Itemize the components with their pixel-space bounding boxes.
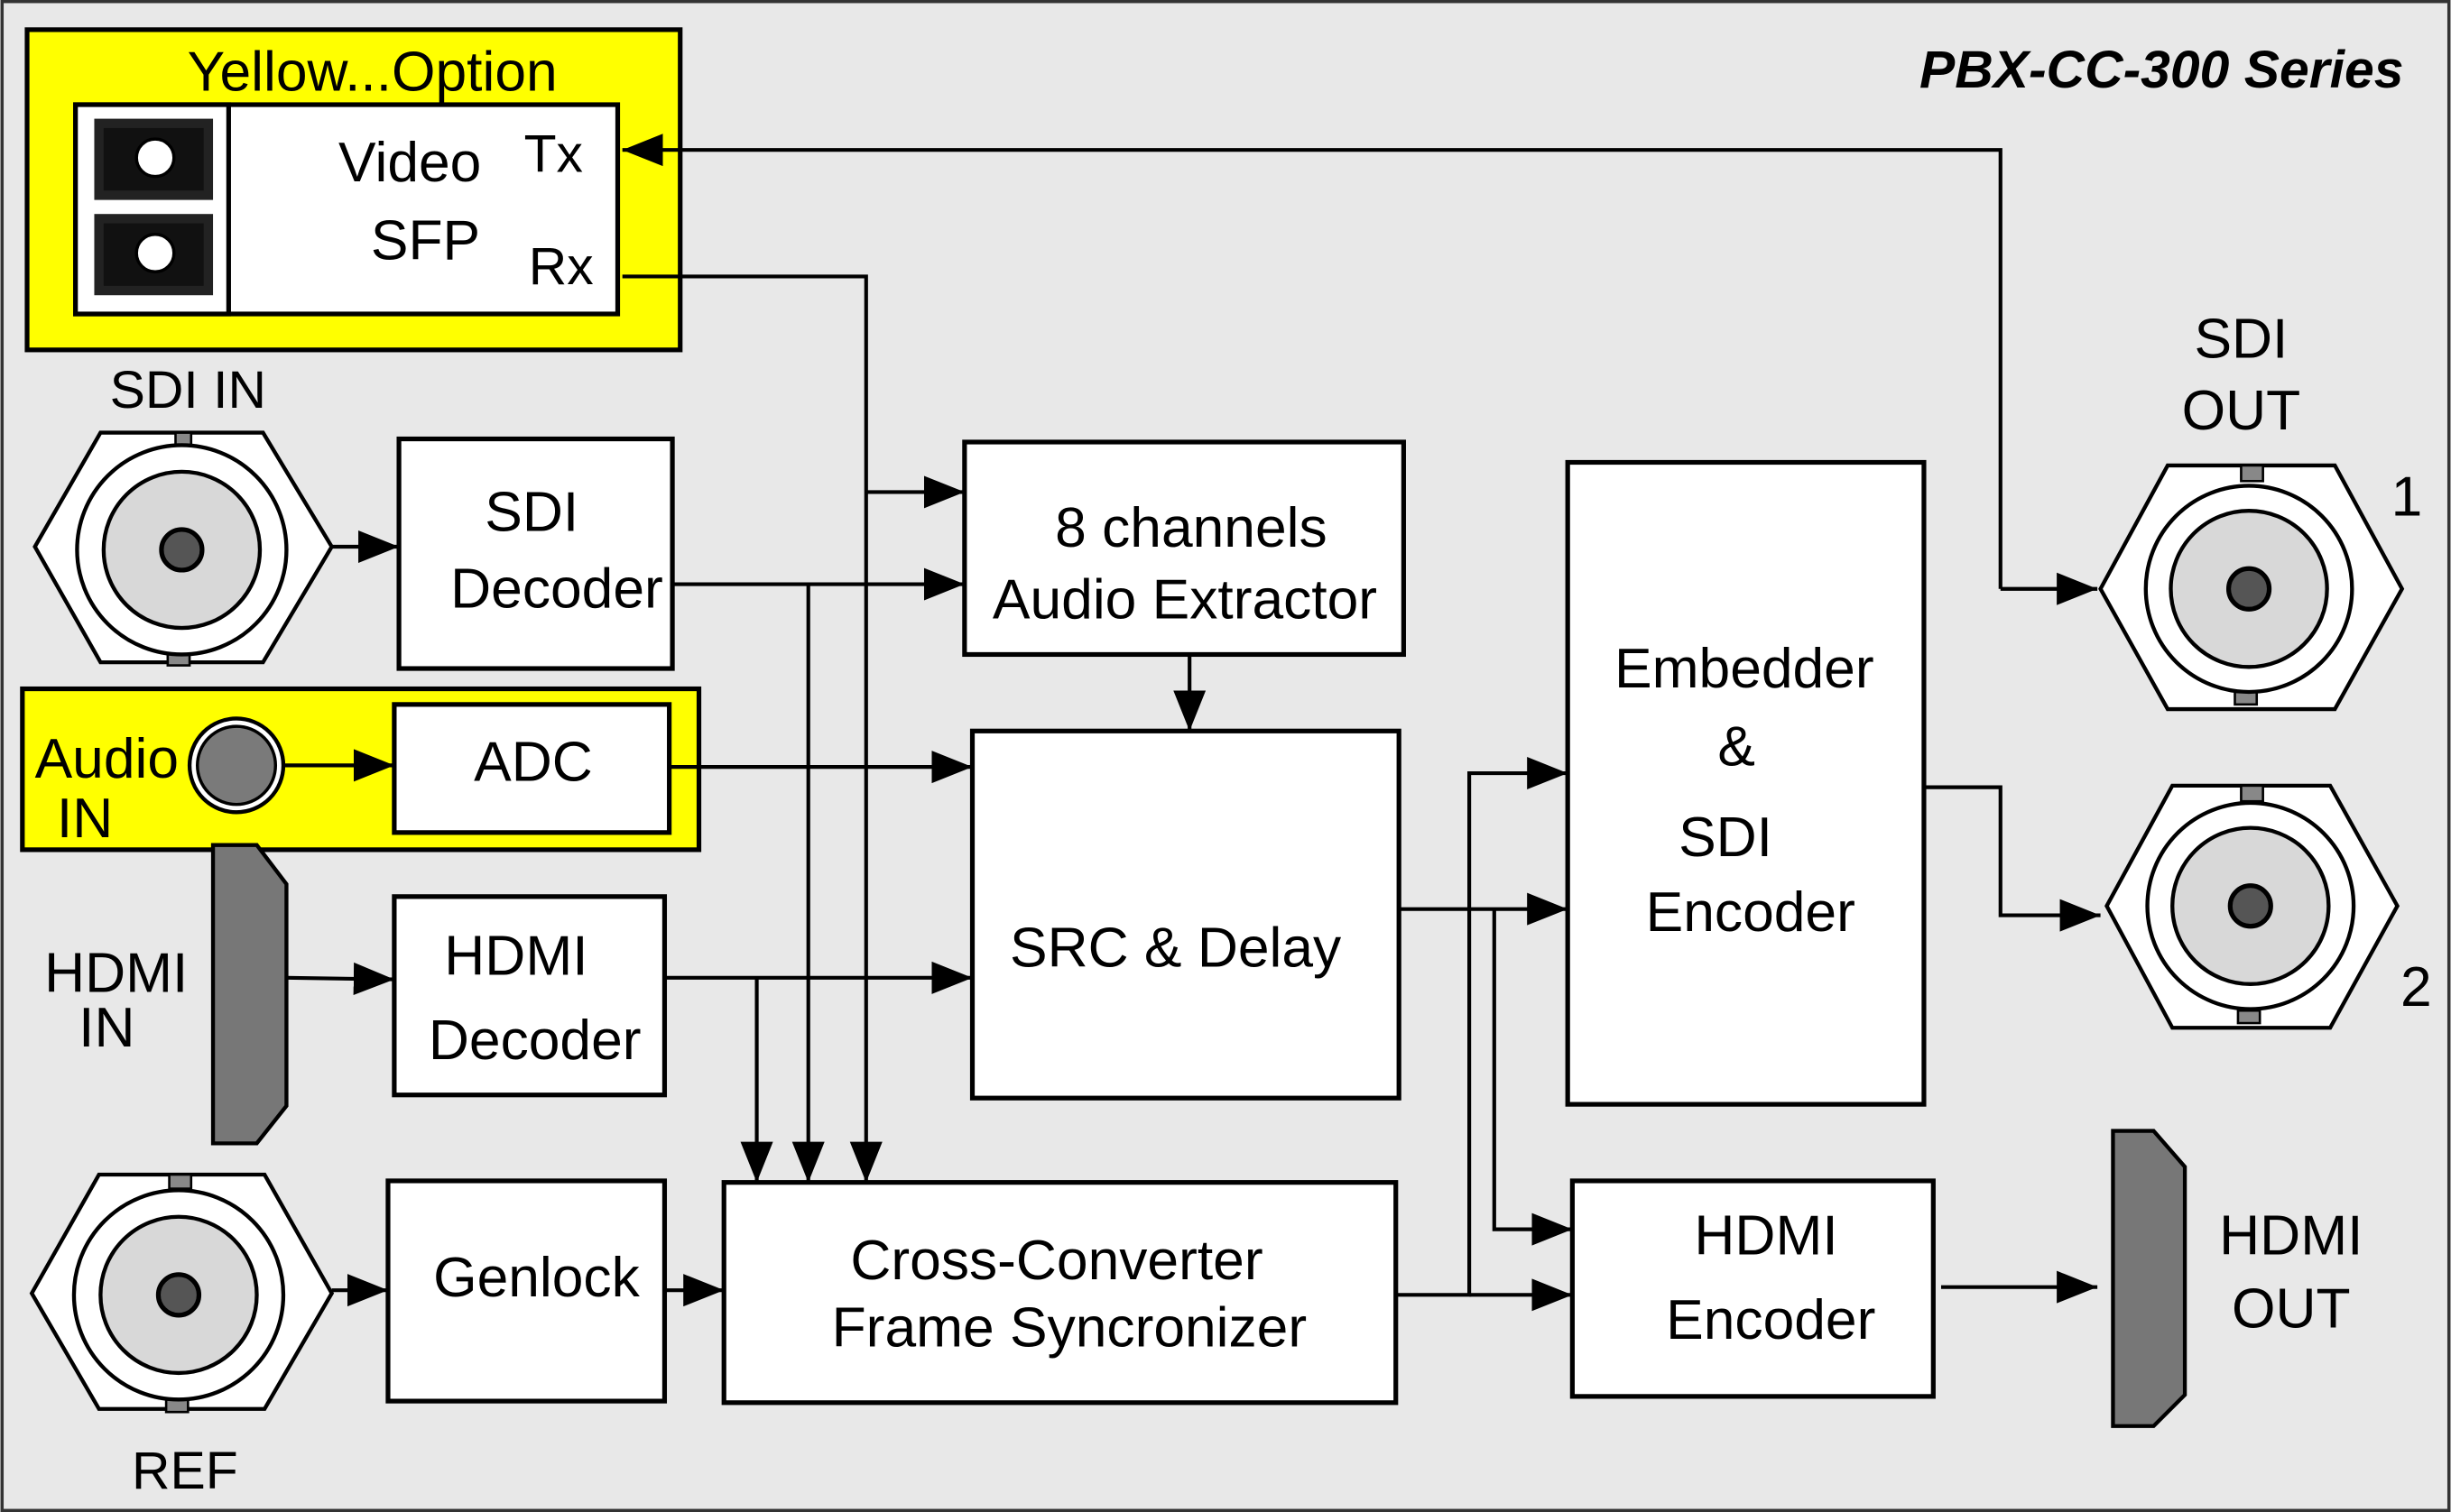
audio-extractor-label-line2: Audio Extractor — [993, 569, 1377, 632]
adc-label: ADC — [474, 732, 593, 794]
audio-option-panel: Audio IN ADC — [20, 686, 702, 853]
embedder-label-line1: Embedder — [1614, 638, 1874, 700]
line-cc-to-embedder — [1395, 757, 1568, 1297]
cross-converter-label-line2: Frame Syncronizer — [832, 1296, 1307, 1359]
audio-in-label-line1: Audio — [35, 728, 179, 790]
sfp-rx-label: Rx — [529, 237, 594, 296]
cross-converter-block — [721, 1180, 1399, 1406]
sfp-label-line1: Video — [338, 132, 481, 194]
hdmi-encoder-label-line1: HDMI — [1694, 1204, 1837, 1267]
sdi-in-label: SDI IN — [110, 361, 266, 419]
sdi-out-2-label: 2 — [2400, 956, 2432, 1019]
diagram-title: PBX-CC-300 Series — [1919, 41, 2404, 99]
sdi-out-label-line2: OUT — [2182, 380, 2301, 442]
yellow-option-label: Yellow...Option — [188, 41, 558, 103]
hdmi-out-label-line1: HDMI — [2219, 1204, 2363, 1267]
hdmi-out-label-line2: OUT — [2232, 1278, 2351, 1341]
sfp-tx-label: Tx — [524, 124, 583, 183]
line-sfp-rx — [622, 274, 883, 1183]
sdi-out-2-bnc-icon — [2104, 783, 2400, 1030]
line-src-to-hdmi-enc — [1492, 908, 1573, 1246]
hdmi-decoder-label-line2: Decoder — [429, 1010, 642, 1072]
line-embedder-out — [1923, 785, 2101, 932]
audio-in-label-line2: IN — [57, 788, 113, 850]
adc-block — [392, 702, 672, 835]
hdmi-encoder-label-line2: Encoder — [1666, 1289, 1875, 1351]
ref-bnc-icon — [29, 1172, 335, 1414]
embedder-encoder-block — [1565, 459, 1927, 1107]
sdi-decoder-block — [396, 436, 675, 671]
sdi-in-bnc-icon — [32, 430, 335, 667]
embedder-label-line4: Encoder — [1646, 881, 1855, 944]
cross-converter-label-line1: Cross-Converter — [850, 1230, 1262, 1292]
line-hdmi-in — [286, 962, 394, 995]
hdmi-in-label-line1: HDMI — [44, 942, 188, 1004]
hdmi-decoder-block — [392, 894, 668, 1098]
line-to-sfp-tx — [622, 134, 2002, 589]
sfp-option-panel: Yellow...Option Video SFP Tx Rx — [24, 27, 683, 353]
embedder-label-line3: SDI — [1679, 807, 1772, 869]
signal-lines — [282, 134, 2101, 1312]
audio-extractor-label-line1: 8 channels — [1055, 497, 1327, 559]
sdi-out-label-line1: SDI — [2194, 308, 2288, 370]
sdi-out-1-label: 1 — [2391, 466, 2423, 528]
hdmi-encoder-block — [1569, 1178, 1936, 1399]
sfp-label-line2: SFP — [371, 209, 480, 272]
hdmi-in-label-line2: IN — [79, 997, 134, 1059]
sdi-decoder-label-line1: SDI — [485, 482, 578, 544]
sdi-decoder-label-line2: Decoder — [450, 558, 663, 621]
sdi-out-1-bnc-icon — [2098, 463, 2405, 712]
src-delay-label: SRC & Delay — [1010, 917, 1342, 980]
hdmi-in-connector-icon — [210, 843, 289, 1146]
hdmi-decoder-label-line1: HDMI — [444, 925, 587, 987]
src-delay-block — [969, 728, 1401, 1101]
embedder-label-line2: & — [1717, 715, 1755, 778]
hdmi-out-connector-icon — [2111, 1129, 2187, 1428]
audio-extractor-block — [962, 439, 1406, 658]
ref-label: REF — [132, 1442, 238, 1500]
genlock-label: Genlock — [433, 1247, 640, 1309]
